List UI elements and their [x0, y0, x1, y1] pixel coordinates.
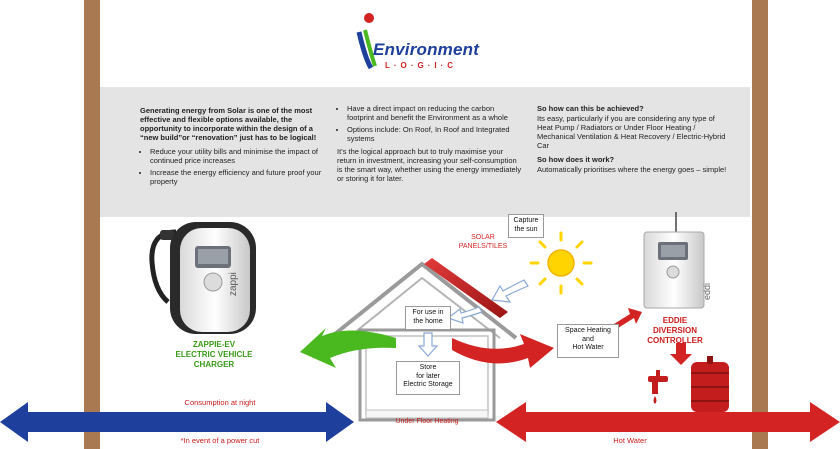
space-heating-line-3: Hot Water [572, 344, 604, 351]
tap-icon [648, 370, 668, 404]
for-use-box: For use in the home [405, 306, 451, 330]
charger-label-line-2: ELECTRIC VEHICLE [175, 350, 253, 359]
logo: Environment L·O·G·I·C [355, 10, 495, 76]
hot-water-cylinder-icon [691, 356, 729, 412]
store-line-2: for later [416, 372, 440, 380]
controller-label-line-1: EDDIE [662, 316, 688, 325]
capture-line-2: the sun [514, 225, 538, 233]
solar-panels-label: SOLAR PANELS/TILES [448, 234, 518, 251]
charger-label-line-3: CHARGER [193, 360, 235, 369]
space-heating-box: Space Heating and Hot Water [557, 324, 619, 358]
consumption-night-label: Consumption at night [184, 398, 256, 407]
panel-to-home-arrow [446, 306, 483, 324]
col3-heading-1: So how can this be achieved? [537, 104, 644, 113]
controller-label-line-2: DIVERSION [652, 326, 697, 335]
heating-red-arrow [452, 334, 554, 368]
store-line-1: Store [419, 364, 437, 371]
space-heating-line-1: Space Heating [565, 327, 611, 334]
hot-water-label: Hot Water [613, 436, 647, 445]
info-band [100, 87, 750, 217]
charger-green-arrow [300, 328, 396, 368]
col2-bullet-2: Options include: On Roof, In Roof and In… [347, 125, 522, 143]
house-outline [328, 261, 518, 422]
zappi-charger-device [149, 222, 256, 334]
solar-label-line-2: PANELS/TILES [458, 242, 508, 250]
capture-line-1: Capture [513, 217, 539, 224]
controller-label: EDDIE DIVERSION CONTROLLER [616, 316, 734, 346]
sun-to-panel-arrow [491, 279, 529, 303]
storage-box: Store for later Electric Storage [396, 361, 460, 395]
controller-label-line-3: CONTROLLER [647, 336, 703, 345]
solar-label-line-1: SOLAR [471, 234, 495, 241]
controller-up-arrow [614, 308, 642, 328]
col3-para-2: Automatically prioritises where the ener… [537, 165, 727, 174]
bottom-red-arrow [496, 402, 840, 442]
logo-tagline: L·O·G·I·C [385, 61, 457, 70]
charger-device-text: zappi [228, 272, 239, 296]
sun-icon [529, 231, 593, 295]
controller-device-text: eddi [702, 282, 712, 300]
capture-sun-box: Capture the sun [508, 214, 544, 238]
info-col-1: Generating energy from Solar is one of t… [140, 106, 325, 190]
logo-mark [356, 13, 377, 70]
logo-word: Environment [373, 40, 480, 59]
col2-bullet-1: Have a direct impact on reducing the car… [347, 104, 522, 122]
solar-panel [424, 258, 508, 318]
col1-bullet-1: Reduce your utility bills and minimise t… [150, 147, 325, 165]
col3-heading-2: So how does it work? [537, 155, 615, 164]
bottom-blue-arrow [0, 402, 354, 442]
home-to-storage-arrow [417, 332, 439, 357]
info-col-3: So how can this be achieved? Its easy, p… [537, 104, 727, 179]
col1-intro: Generating energy from Solar is one of t… [140, 106, 317, 142]
info-col-2: Have a direct impact on reducing the car… [337, 104, 522, 188]
col3-para-1: Its easy, particularly if you are consid… [537, 114, 726, 150]
right-post [752, 0, 768, 449]
space-heating-line-2: and [582, 335, 594, 343]
eddi-controller-device [643, 212, 705, 309]
charger-label: ZAPPIE-EV ELECTRIC VEHICLE CHARGER [160, 340, 268, 370]
use-line-2: the home [413, 317, 443, 325]
store-line-3: Electric Storage [403, 381, 453, 388]
use-line-1: For use in [412, 309, 444, 316]
controller-down-arrow [670, 343, 692, 365]
power-cut-label: *In event of a power cut [180, 436, 260, 445]
col1-bullet-2: Increase the energy efficiency and futur… [150, 168, 325, 186]
col2-text: It’s the logical approach but to truly m… [337, 147, 522, 183]
charger-label-line-1: ZAPPIE-EV [192, 340, 236, 349]
left-post [84, 0, 100, 449]
under-floor-heating-label: Under Floor Heating [395, 418, 459, 425]
